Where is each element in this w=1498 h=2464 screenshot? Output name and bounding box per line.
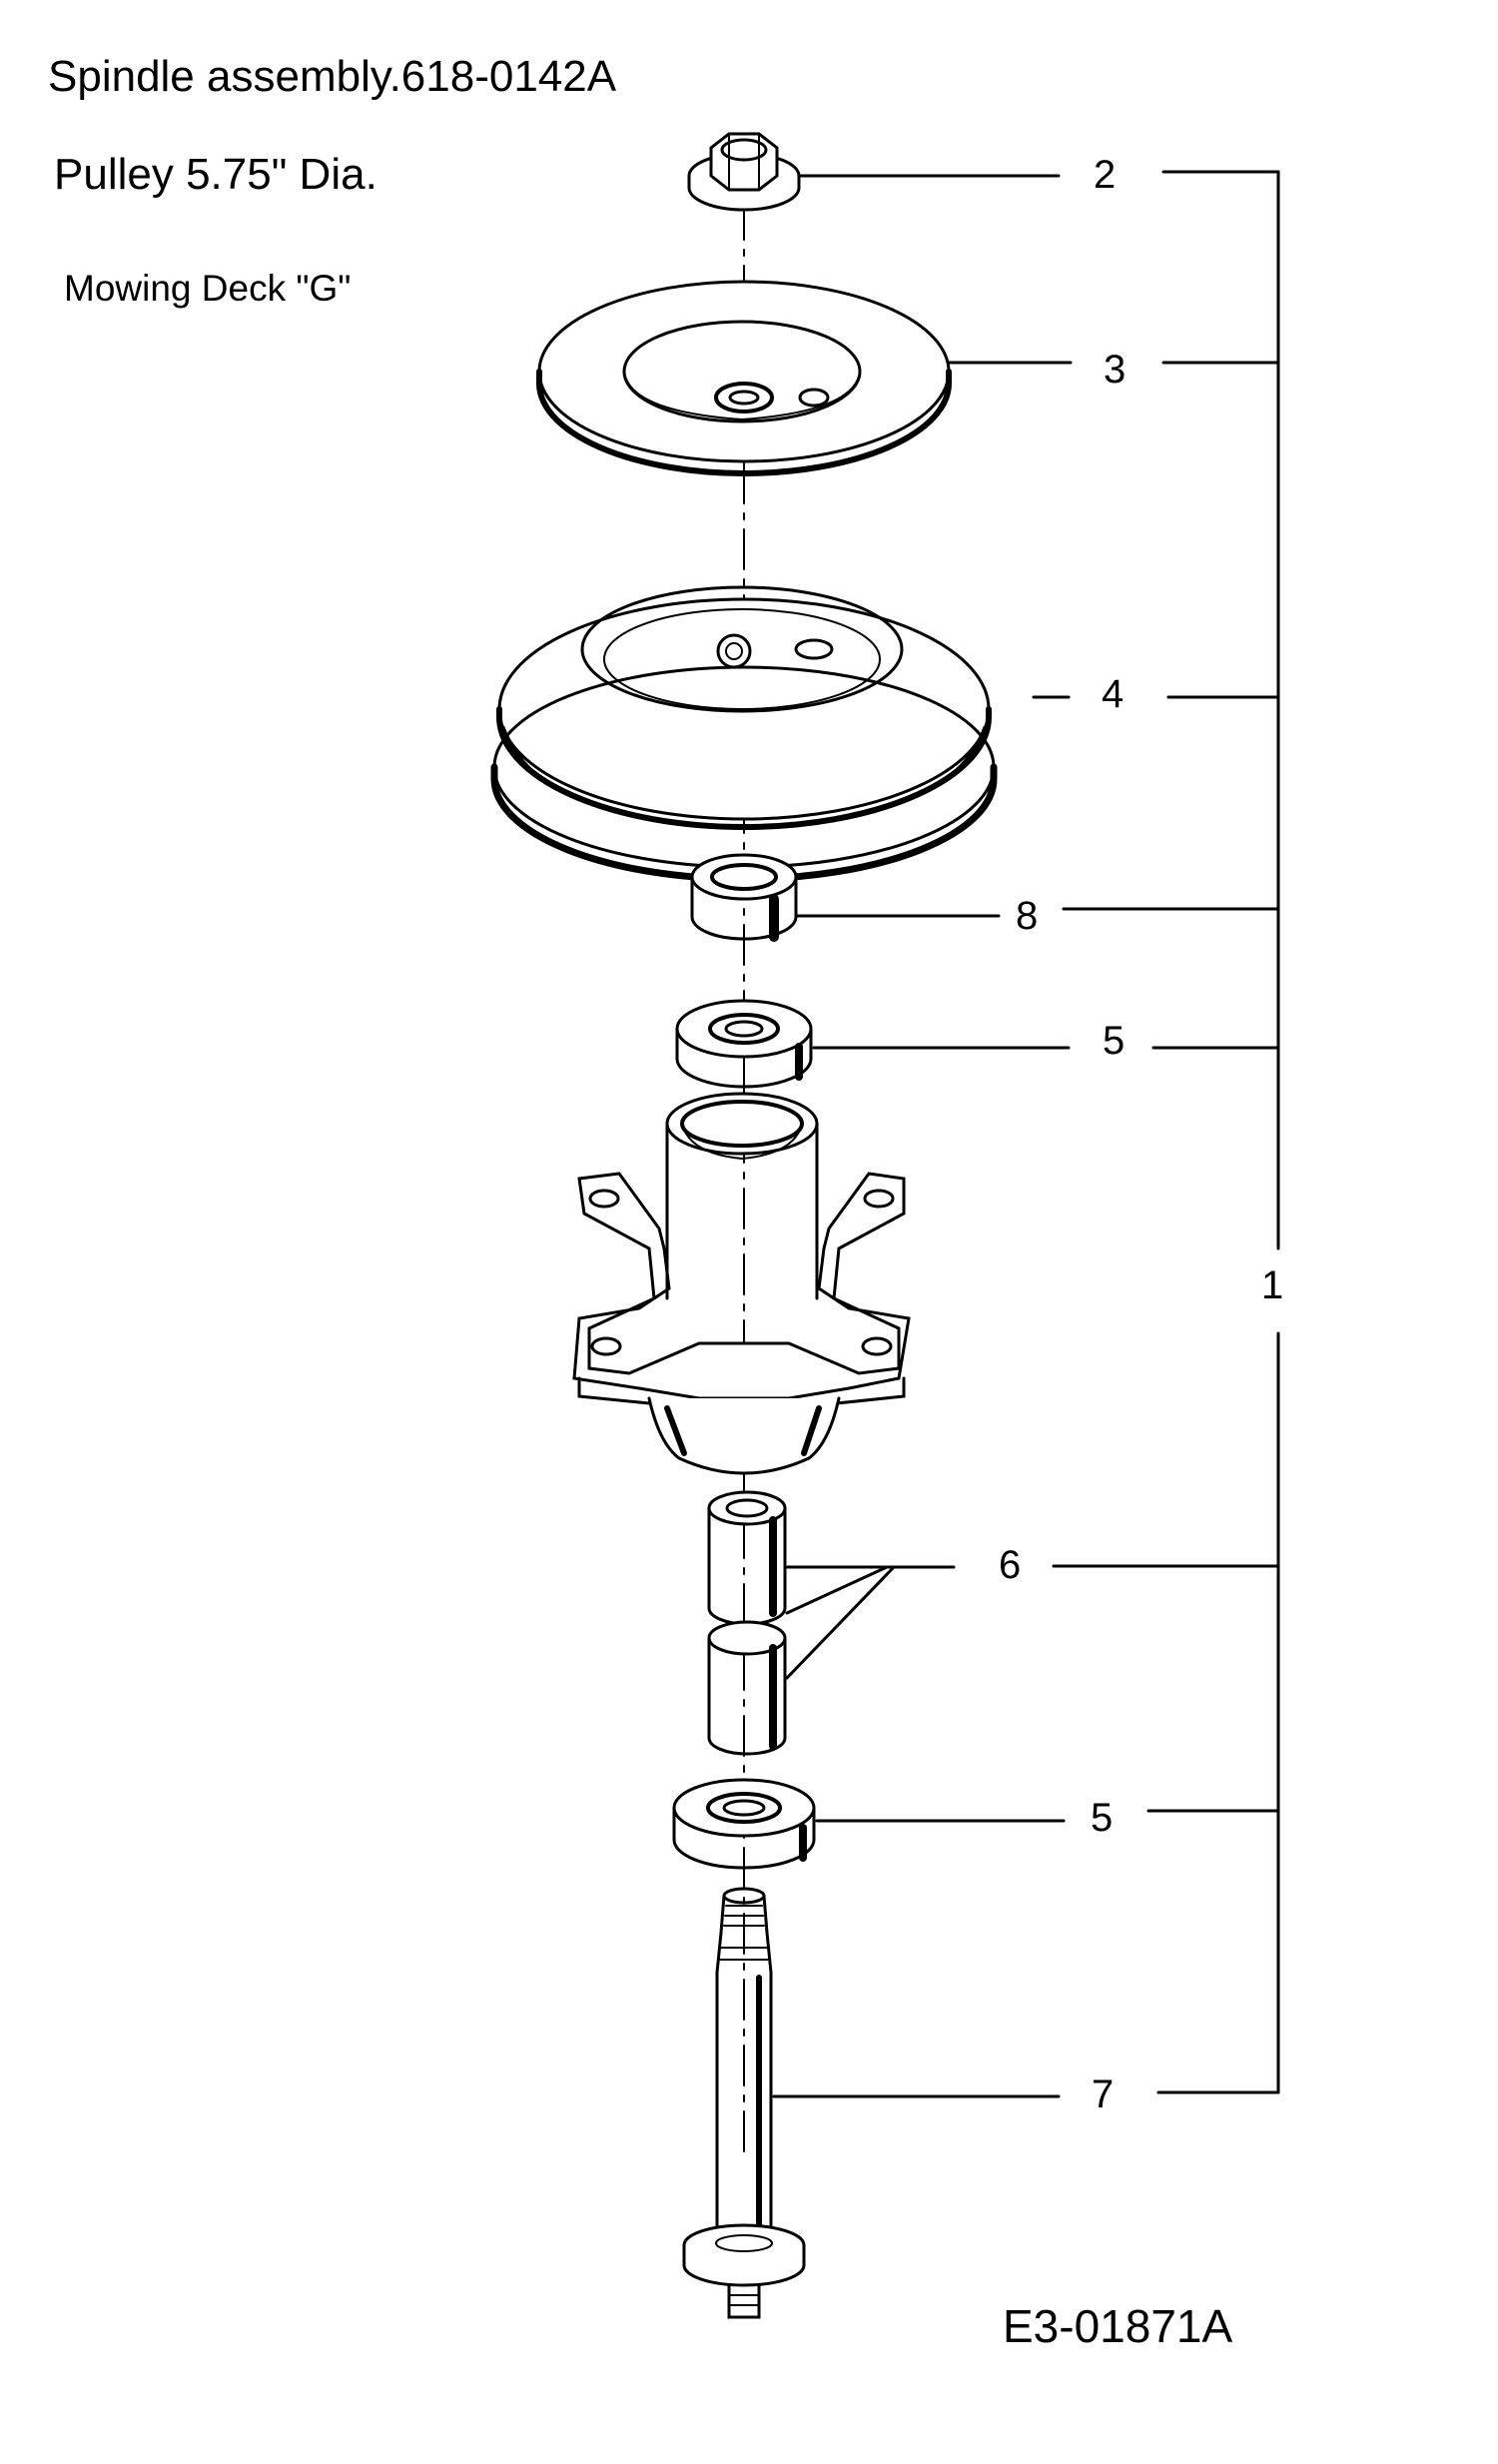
callout-5-bottom: 5 — [1091, 1796, 1113, 1840]
callout-3: 3 — [1104, 348, 1125, 392]
pulley-size-label: Pulley 5.75" Dia. — [54, 150, 377, 199]
callout-6: 6 — [999, 1543, 1021, 1587]
spindle-shaft — [682, 1887, 806, 2319]
callout-8: 8 — [1016, 894, 1038, 938]
drawing-code: E3-01871A — [1003, 2300, 1233, 2352]
mowing-deck-label: Mowing Deck "G" — [64, 268, 352, 309]
bottom-bearing — [672, 1778, 816, 1870]
callout-2: 2 — [1094, 153, 1116, 197]
top-bearing — [675, 999, 813, 1089]
spindle-housing — [572, 1092, 911, 1475]
diagram-title: Spindle assembly.618-0142A — [48, 52, 617, 101]
flange-nut — [687, 132, 801, 212]
top-spacer — [690, 853, 798, 942]
assembly-bracket — [1052, 170, 1280, 2094]
middle-spacers — [707, 1490, 787, 1756]
idler-pulley-dish — [536, 280, 952, 476]
callout-1: 1 — [1261, 1263, 1283, 1307]
drive-pulley — [490, 585, 998, 883]
leader-lines — [772, 174, 1073, 2098]
callout-5-top: 5 — [1103, 1019, 1124, 1063]
callout-4: 4 — [1102, 672, 1124, 716]
callout-7: 7 — [1092, 2072, 1114, 2116]
